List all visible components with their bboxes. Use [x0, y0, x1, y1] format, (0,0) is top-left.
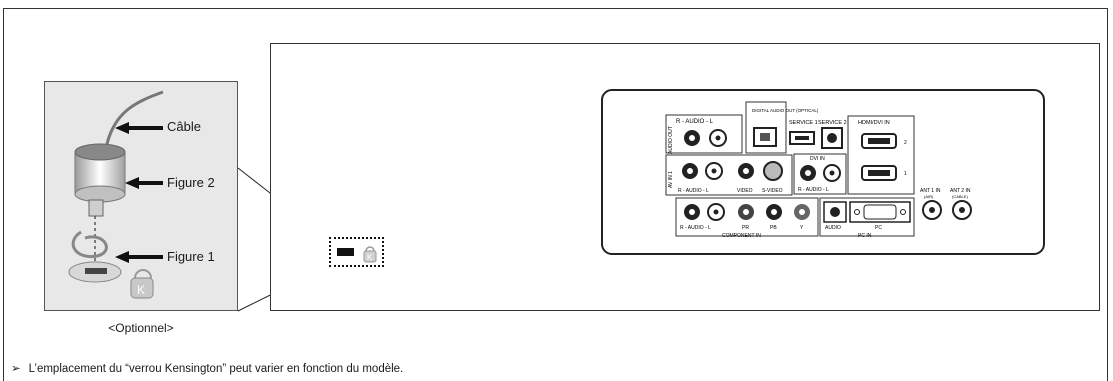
footnote-text: L’emplacement du “verrou Kensington” peu…: [28, 363, 404, 375]
pr-label: PR: [742, 225, 749, 231]
component-audio-lr-label: R - AUDIO - L: [680, 225, 711, 231]
arrow-figure2-icon: [125, 177, 139, 189]
s-video-label: S-VIDEO: [762, 188, 783, 194]
ant-2-in-label: ANT 2 IN: [950, 188, 971, 194]
pc-in-label: PC IN: [858, 233, 872, 239]
kensington-k-icon: K: [130, 269, 154, 299]
arrow-cable-icon: [115, 122, 129, 134]
audio-out-label: AUDIO OUT: [668, 126, 674, 154]
figure-frame: [3, 8, 1108, 381]
kensington-lock-inset: K: [44, 81, 238, 311]
cable-line: [105, 90, 164, 145]
dvi-in-label: DVI IN: [810, 156, 825, 162]
av-in-1-label: AV IN 1: [668, 171, 674, 188]
kensington-slot: [337, 248, 354, 256]
pc-audio-label: AUDIO: [825, 225, 841, 231]
pb-label: PB: [770, 225, 777, 231]
audio-out-lr-label: R - AUDIO - L: [676, 119, 714, 125]
footnote: ➢ L’emplacement du “verrou Kensington” pe…: [11, 361, 403, 375]
kensington-lock-illustration: K: [68, 90, 164, 299]
callout-figure-1: Figure 1: [167, 249, 215, 264]
service-2-label: SERVICE 2: [818, 120, 847, 126]
kensington-slot-zoom: K: [329, 237, 384, 267]
arrow-figure1-icon: [115, 251, 129, 263]
av-in-audio-lr-label: R - AUDIO - L: [678, 188, 709, 194]
digital-audio-out-label: DIGITAL AUDIO OUT (OPTICAL): [752, 108, 819, 113]
ant-1-in-label: ANT 1 IN: [920, 188, 941, 194]
small-k-lock-icon: K: [363, 246, 377, 263]
ant-2-sub-label: (CABLE): [952, 194, 968, 199]
hdmi-group: [847, 115, 915, 195]
callout-figure-2: Figure 2: [167, 175, 215, 190]
service-1-label: SERVICE 1: [789, 120, 818, 126]
dvi-audio-lr-label: R - AUDIO - L: [798, 187, 829, 193]
svg-text:K: K: [137, 283, 145, 297]
pc-label: PC: [875, 225, 882, 231]
svg-text:K: K: [367, 253, 373, 262]
callout-cable: Câble: [167, 119, 201, 134]
y-label: Y: [800, 225, 804, 231]
component-in-label: COMPONENT IN: [722, 233, 761, 239]
hdmi-1-number: 1: [904, 171, 907, 177]
lock-cylinder-top: [74, 143, 126, 161]
footnote-arrow-icon: ➢: [11, 363, 21, 375]
hdmi-dvi-in-label: HDMI/DVI IN: [858, 120, 890, 126]
audio-out-group: [665, 114, 743, 154]
hdmi-2-number: 2: [904, 140, 907, 146]
s-video-jack: [763, 161, 783, 181]
ant-1-sub-label: (AIR): [924, 194, 934, 199]
connector-panel: R - AUDIO - L AUDIO OUT AV IN 1 R - AUDI…: [601, 89, 1045, 255]
optional-caption: <Optionnel>: [108, 321, 174, 335]
swirl-icon: [71, 230, 108, 259]
video-label: VIDEO: [737, 188, 753, 194]
lock-pin-icon: [88, 199, 104, 217]
